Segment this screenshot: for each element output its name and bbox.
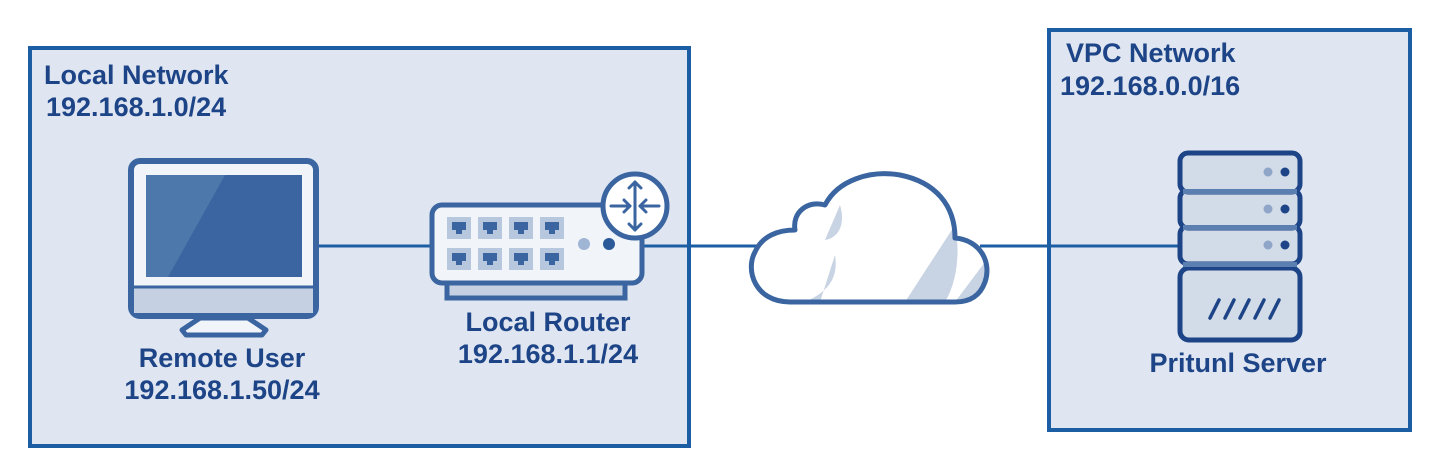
ethernet-port-icon bbox=[540, 248, 564, 270]
router-icon bbox=[429, 171, 670, 301]
ethernet-port-icon bbox=[478, 217, 502, 239]
ethernet-port-icon bbox=[509, 217, 533, 239]
remote-user-ip: 192.168.1.50/24 bbox=[124, 375, 320, 405]
pritunl-server-name: Pritunl Server bbox=[1149, 348, 1327, 378]
ethernet-port-icon bbox=[447, 217, 471, 239]
ethernet-port-icon bbox=[509, 248, 533, 270]
cloud-icon bbox=[748, 171, 990, 305]
server-icon bbox=[1177, 150, 1303, 343]
local-network-subnet: 192.168.1.0/24 bbox=[46, 92, 227, 122]
router-ports bbox=[447, 217, 564, 270]
monitor-icon bbox=[128, 158, 319, 338]
vpc-network-title: VPC Network bbox=[1066, 38, 1236, 68]
local-router-name: Local Router bbox=[465, 307, 631, 337]
remote-user-name: Remote User bbox=[138, 343, 306, 373]
local-network-title: Local Network bbox=[44, 60, 229, 90]
local-router-ip: 192.168.1.1/24 bbox=[457, 339, 639, 369]
ethernet-port-icon bbox=[447, 248, 471, 270]
ethernet-port-icon bbox=[478, 248, 502, 270]
vpc-network-subnet: 192.168.0.0/16 bbox=[1060, 71, 1241, 101]
ethernet-port-icon bbox=[540, 217, 564, 239]
